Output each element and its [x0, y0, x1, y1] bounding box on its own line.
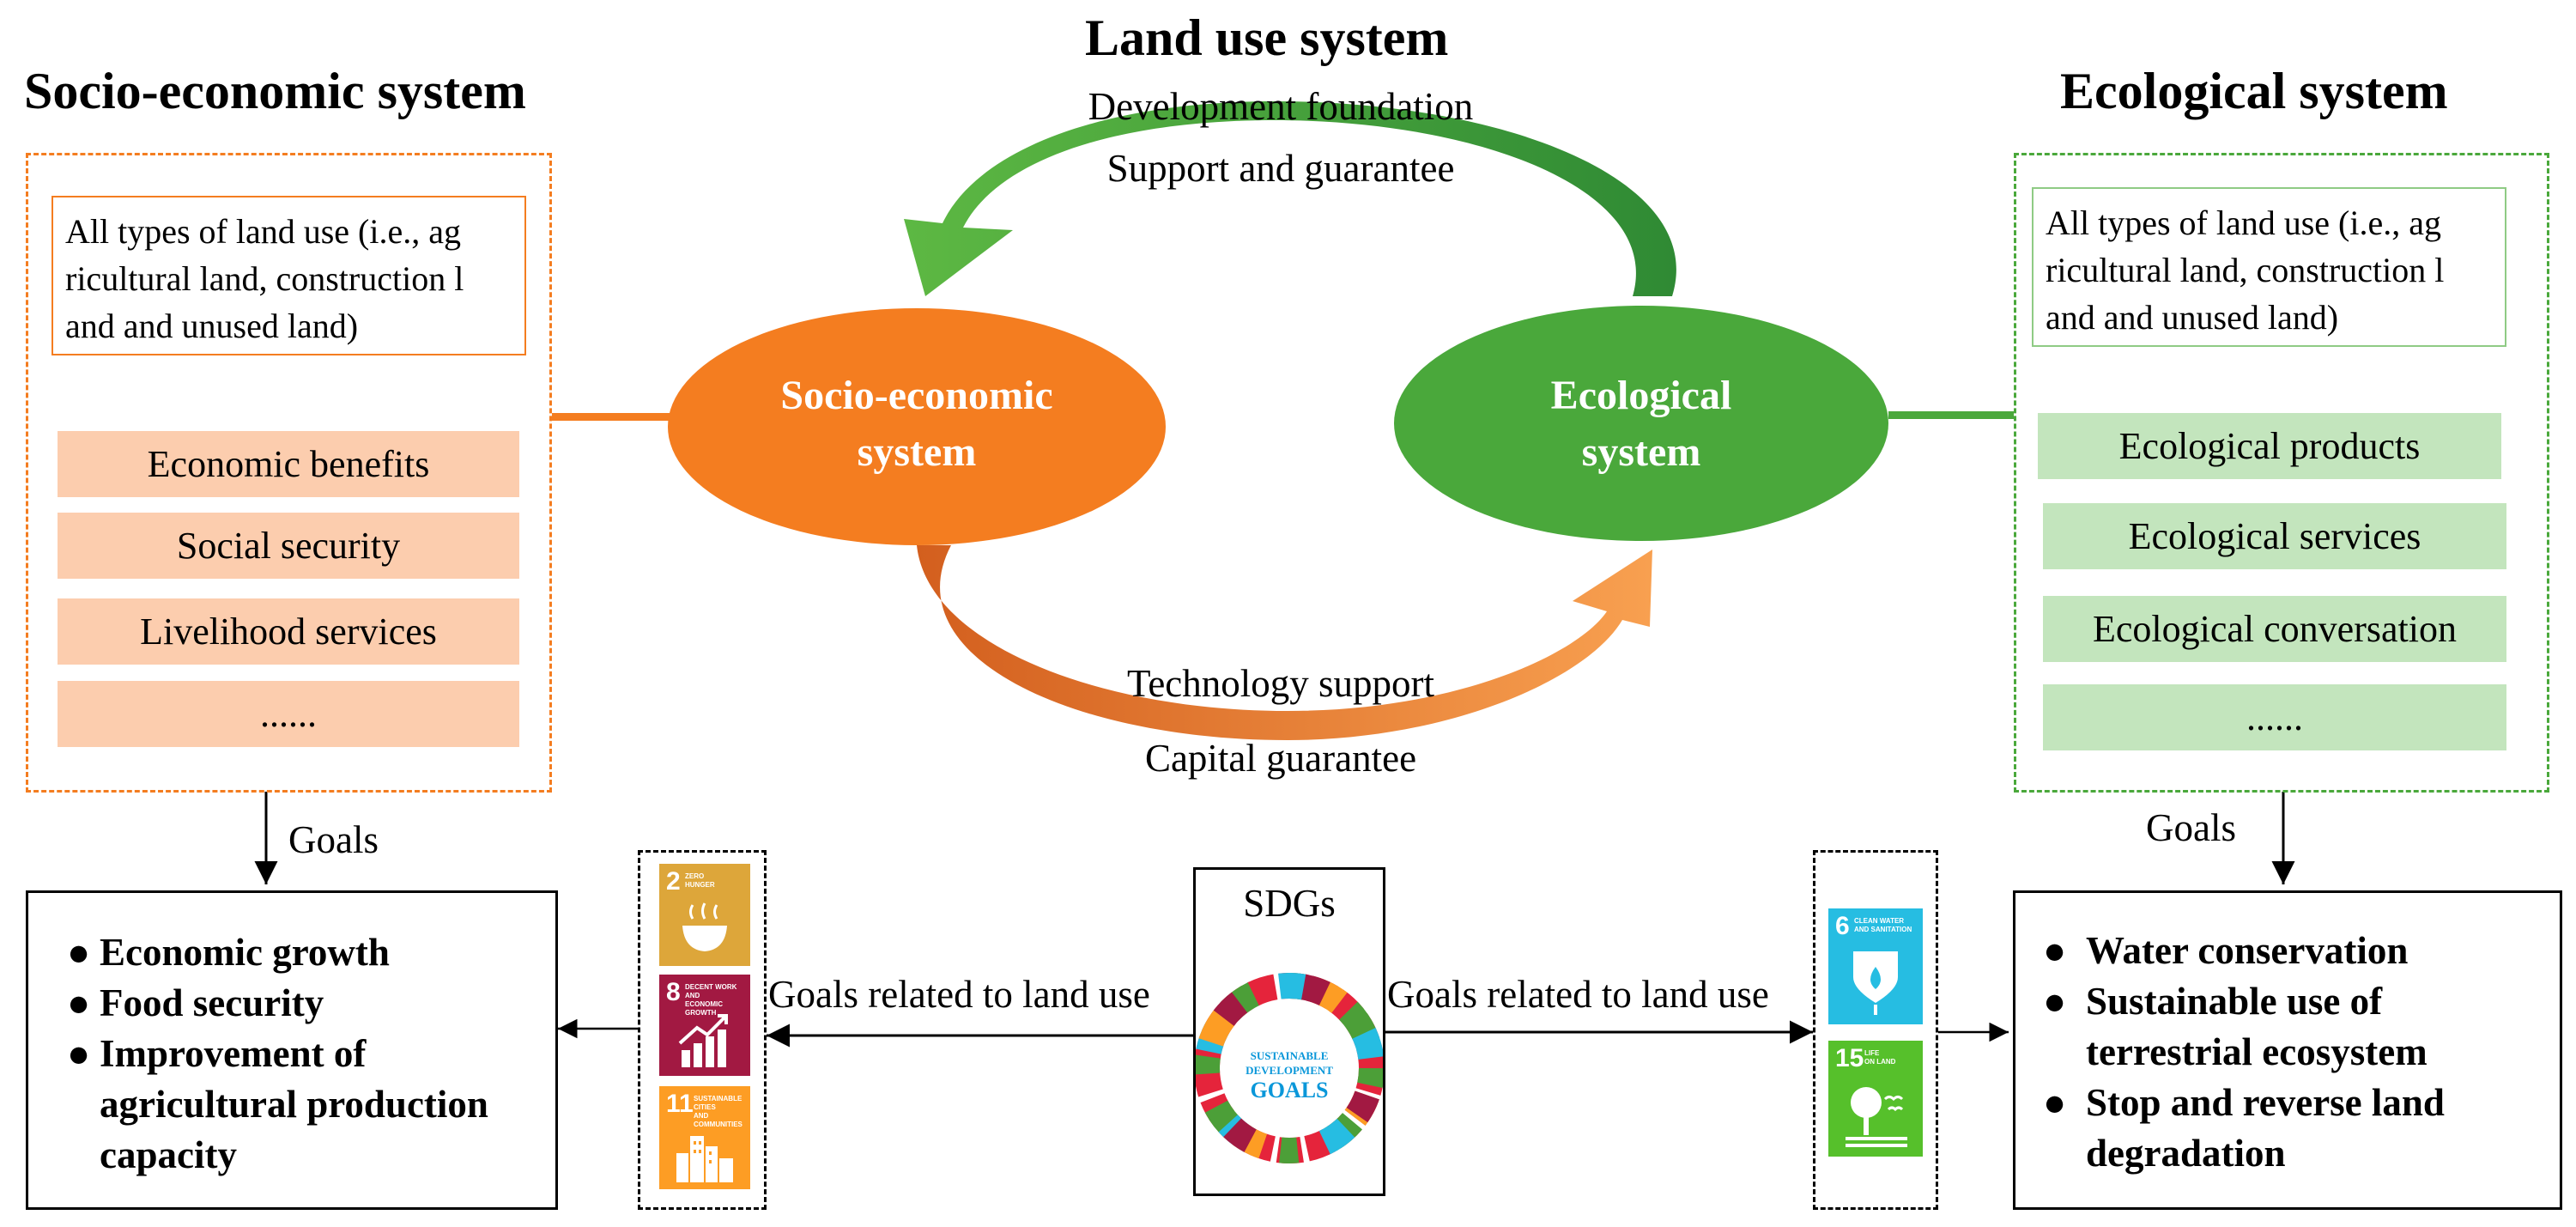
sdg-tile-11-number: 11 [666, 1090, 694, 1118]
left-goal-food-security: Food security [100, 981, 324, 1024]
sdg-tile-15-caption-2: ON LAND [1864, 1058, 1896, 1066]
right-sdg-tiles-panel [1813, 850, 1938, 1210]
sdg-tile-15-number: 15 [1835, 1044, 1864, 1072]
ecological-ellipse-line2: system [1581, 429, 1701, 475]
sdg-tile-2-caption-2: HUNGER [685, 881, 715, 889]
right-goal-water-conservation: Water conservation [2086, 929, 2409, 972]
right-goal-item: ●Water conservation [2043, 929, 2409, 972]
right-system-heading: Ecological system [2060, 63, 2448, 119]
ecological-ellipse-label: Ecological system [1432, 367, 1851, 481]
right-goals-box: ●Water conservation ●Sustainable use of … [2013, 890, 2562, 1210]
sdgs-label: SDGs [1243, 882, 1336, 925]
right-goal-item: ●Sustainable use of terrestrial ecosyste… [2043, 980, 2428, 1073]
sdg-logo-line3: GOALS [1250, 1078, 1328, 1102]
sdg-tile-6-number: 6 [1835, 912, 1850, 940]
right-item-ecological-services: Ecological services [2043, 503, 2506, 569]
sdg-logo-line2: DEVELOPMENT [1246, 1064, 1333, 1077]
right-land-types-line3: and and unused land) [2046, 298, 2339, 337]
growth-chart-icon [678, 1014, 728, 1067]
left-system-heading: Socio-economic system [24, 63, 526, 119]
sdg-tile-11-caption-1: SUSTAINABLE CITIES [694, 1095, 742, 1111]
left-item-ellipsis: ...... [58, 681, 519, 747]
bowl-icon [682, 902, 727, 951]
left-land-types-line2: ricultural land, construction l [65, 259, 464, 298]
top-cycle-arrow [904, 101, 1676, 296]
top-arrow-label-1: Development foundation [1088, 85, 1474, 128]
page-title: Land use system [1085, 9, 1449, 66]
right-goal-item: ●Stop and reverse land degradation [2043, 1081, 2445, 1175]
left-system-panel [26, 153, 552, 793]
right-item-ellipsis: ...... [2043, 684, 2506, 750]
socio-economic-ellipse-line2: system [857, 429, 977, 475]
right-connector [1888, 411, 2014, 419]
socio-economic-ellipse-line1: Socio-economic [780, 373, 1053, 418]
tree-icon [1846, 1087, 1907, 1147]
sdg-wheel: SUSTAINABLE DEVELOPMENT GOALS [1194, 973, 1385, 1163]
goals-related-left-label: Goals related to land use [768, 973, 1150, 1016]
bottom-arrow-label-2: Capital guarantee [1144, 737, 1417, 780]
left-goals-box: ●Economic growth ●Food security ●Improve… [26, 890, 558, 1210]
right-goal-land-degradation: Stop and reverse land degradation [2086, 1081, 2445, 1175]
bottom-cycle-arrow [917, 545, 1652, 740]
left-item-livelihood-services: Livelihood services [58, 598, 519, 665]
sdg-tile-6-caption-2: AND SANITATION [1854, 926, 1912, 933]
water-drop-icon [1853, 951, 1898, 1015]
right-land-types-line2: ricultural land, construction l [2046, 251, 2445, 289]
sdg-tile-6-caption-1: CLEAN WATER [1854, 917, 1905, 925]
sdgs-box [1193, 867, 1385, 1196]
sdg-tile-2-caption-1: ZERO [685, 872, 705, 880]
left-land-types-line1: All types of land use (i.e., ag [65, 212, 461, 251]
right-item-ecological-conversation: Ecological conversation [2043, 596, 2506, 662]
left-item-economic-benefits: Economic benefits [58, 431, 519, 497]
left-connector [552, 413, 672, 421]
ecological-ellipse [1394, 306, 1888, 541]
bottom-arrow-label-1: Technology support [1126, 662, 1435, 705]
right-item-ecological-products: Ecological products [2038, 413, 2501, 479]
sdg-tile-15-caption-1: LIFE [1864, 1049, 1880, 1057]
right-land-types-box: All types of land use (i.e., ag ricultur… [2032, 187, 2506, 347]
right-goals-label: Goals [2146, 806, 2236, 849]
left-sdg-tiles-panel [638, 850, 767, 1210]
left-goal-agri-capacity: Improvement of agricultural production c… [100, 1032, 488, 1176]
ecological-ellipse-line1: Ecological [1550, 373, 1732, 418]
right-goal-terrestrial: Sustainable use of terrestrial ecosystem [2086, 980, 2428, 1073]
left-goal-item: ●Improvement of agricultural production … [67, 1032, 488, 1176]
right-land-types-line1: All types of land use (i.e., ag [2046, 203, 2441, 242]
left-goal-economic-growth: Economic growth [100, 931, 390, 974]
socio-economic-ellipse [668, 308, 1166, 545]
goals-related-right-label: Goals related to land use [1387, 973, 1769, 1016]
sdg-tile-2-number: 2 [666, 867, 681, 896]
left-land-types-line3: and and unused land) [65, 307, 359, 345]
right-system-panel [2014, 153, 2549, 793]
sdg-tile-8-caption-2: ECONOMIC GROWTH [685, 1000, 723, 1017]
left-goal-item: ●Food security [67, 981, 324, 1024]
left-land-types-box: All types of land use (i.e., ag ricultur… [52, 196, 526, 355]
buildings-icon [676, 1136, 733, 1182]
sdg-logo-line1: SUSTAINABLE [1251, 1049, 1329, 1062]
sdg-tile-11-caption-2: AND COMMUNITIES [694, 1112, 742, 1128]
sdg-tile-8-number: 8 [666, 978, 681, 1006]
top-arrow-label-2: Support and guarantee [1106, 147, 1455, 190]
left-goal-item: ●Economic growth [67, 931, 390, 974]
sdg-tile-8-caption-1: DECENT WORK AND [685, 983, 737, 999]
socio-economic-ellipse-label: Socio-economic system [704, 367, 1130, 481]
left-goals-label: Goals [288, 818, 379, 861]
left-item-social-security: Social security [58, 513, 519, 579]
